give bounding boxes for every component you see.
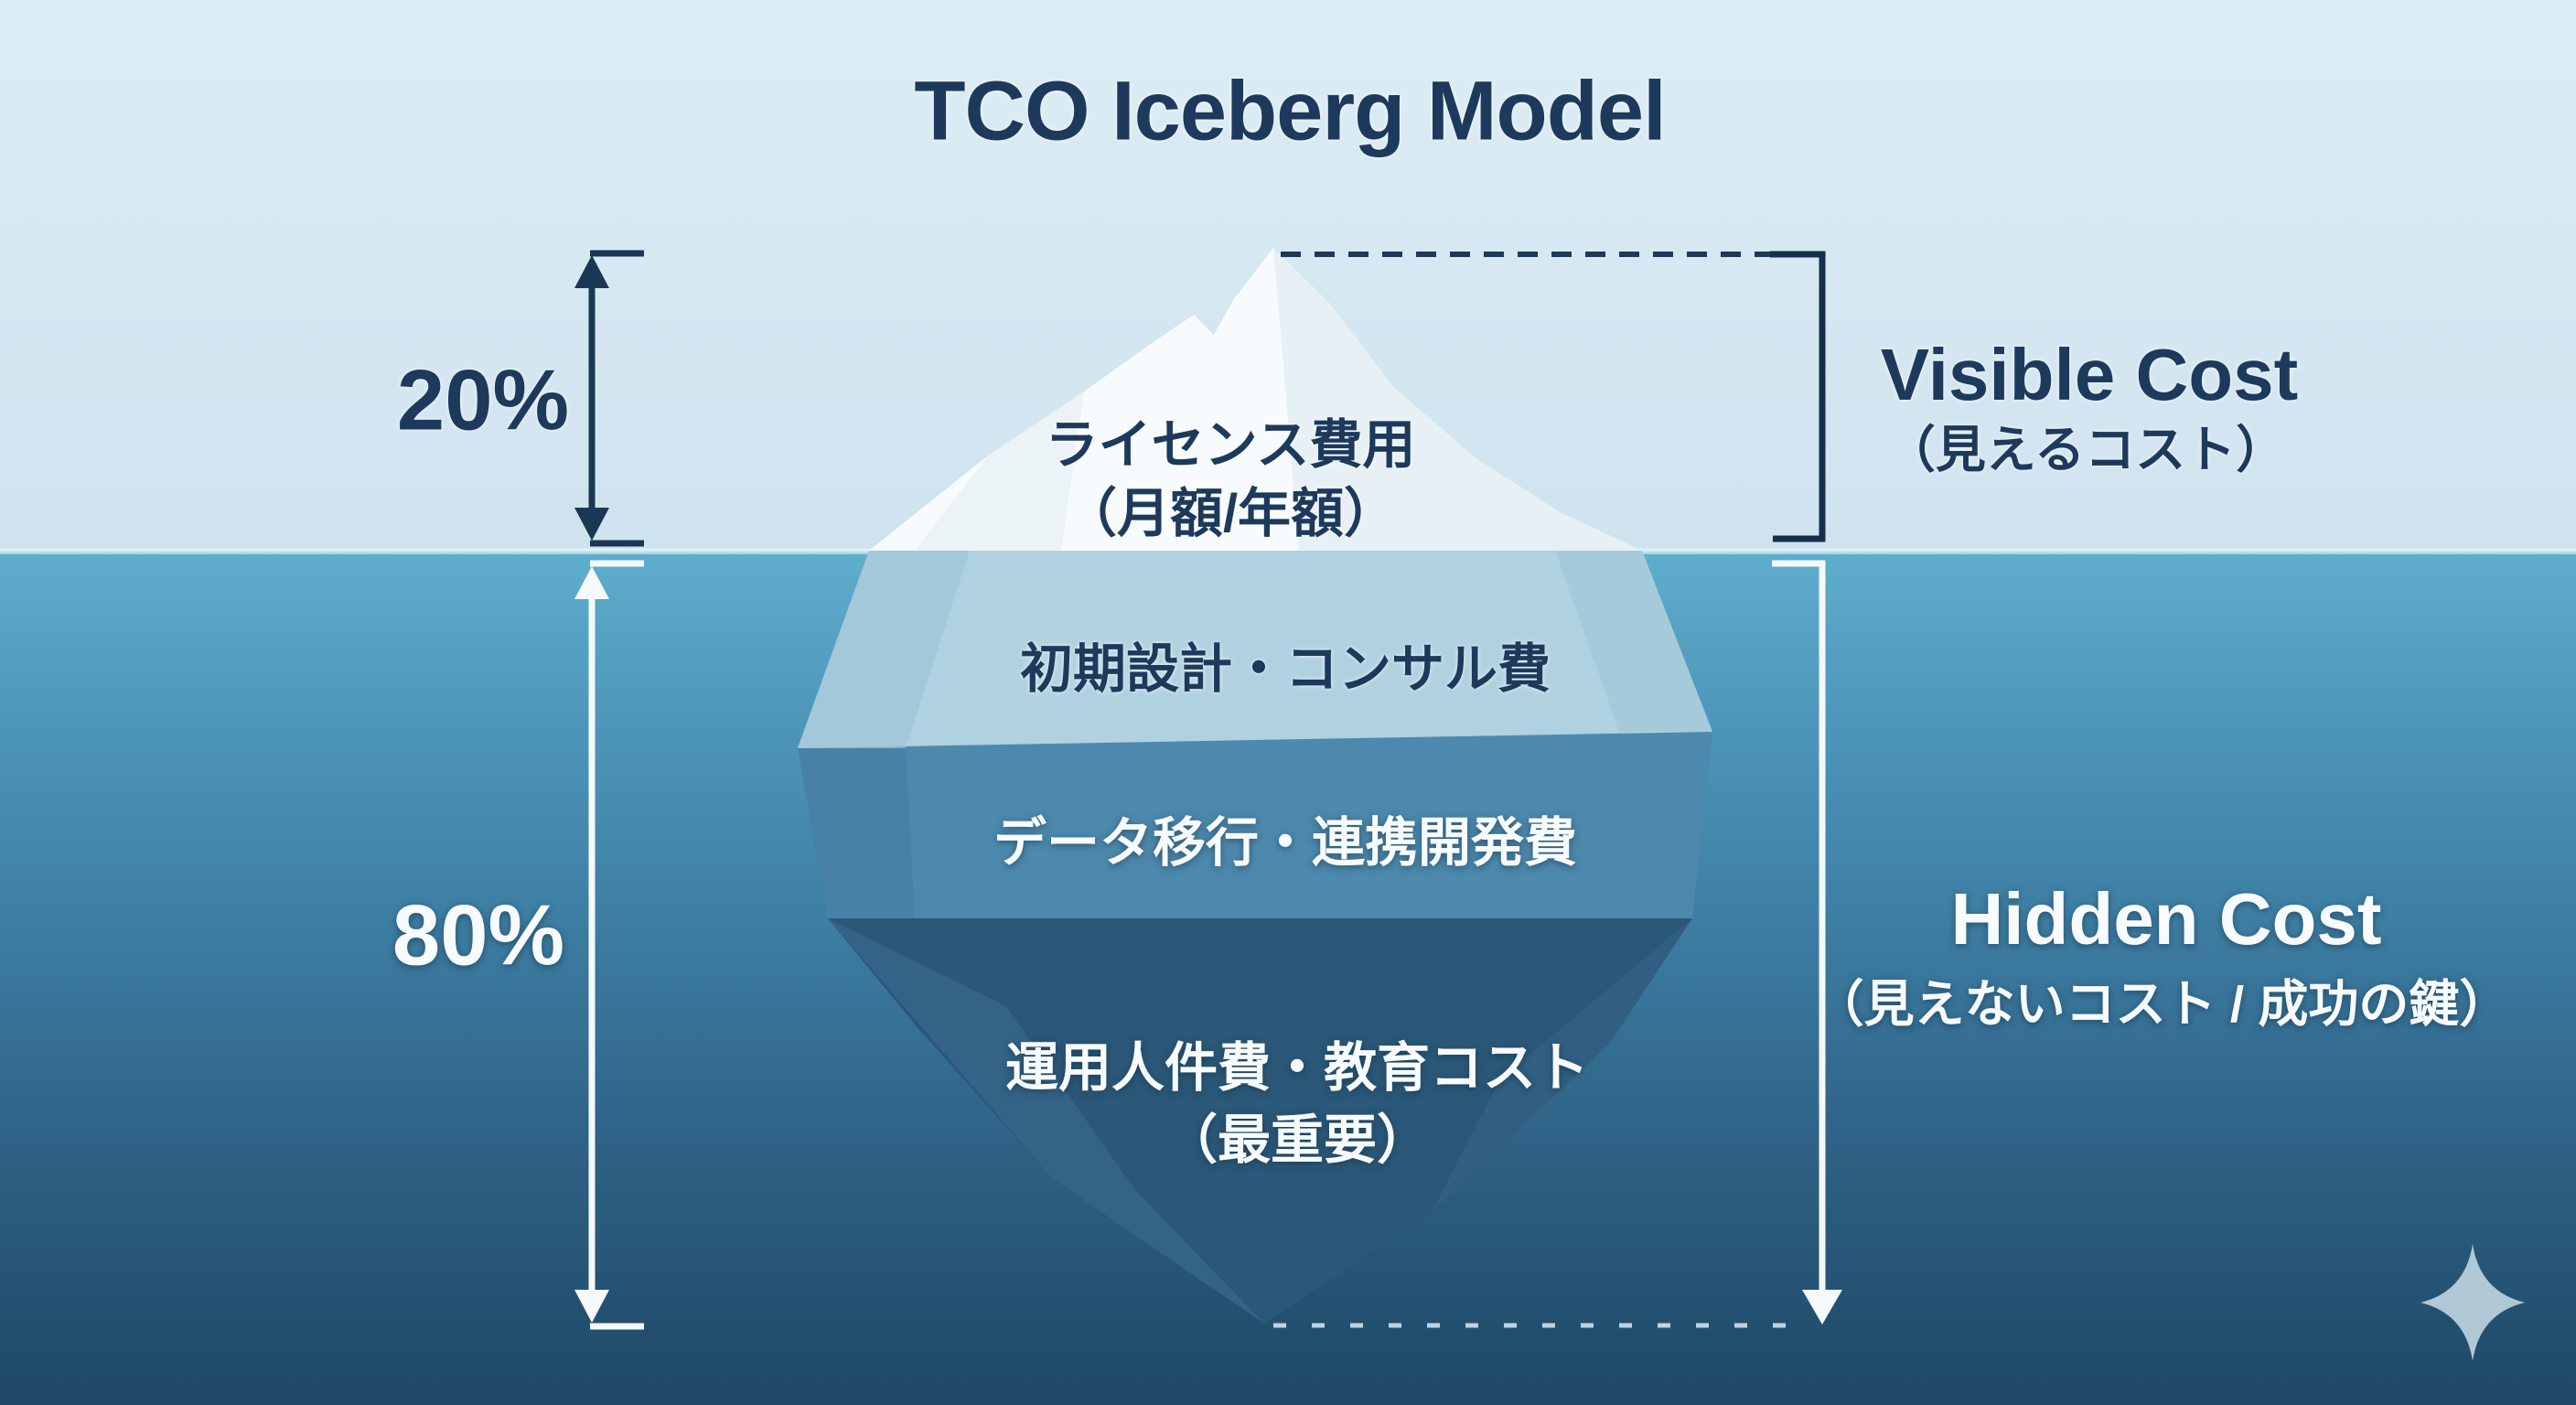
iceberg-visible-label-line2: （月額/年額） [1063, 483, 1398, 543]
visible-cost-label-ja: （見えるコスト） [1884, 421, 2287, 478]
visible-range-arrow [574, 250, 644, 547]
iceberg-layer3-note: （最重要） [1164, 1110, 1431, 1170]
hidden-cost-label-ja: （見えないコスト / 成功の鍵） [1813, 975, 2510, 1033]
iceberg-layer3-shape [828, 918, 1692, 1324]
hidden-range-arrow [574, 560, 644, 1330]
diagram-title: TCO Iceberg Model [914, 64, 1666, 158]
iceberg-layer1-facet [798, 551, 970, 748]
iceberg-layer3-facet [828, 918, 1264, 1324]
hidden-percent-label: 80% [392, 886, 565, 983]
sparkle-icon [2420, 1244, 2525, 1361]
visible-cost-label-en: Visible Cost [1880, 334, 2299, 415]
hidden-cost-label-en: Hidden Cost [1950, 878, 2382, 960]
iceberg-layer2-facet [798, 748, 915, 918]
iceberg-visible-label-line1: ライセンス費用 [1045, 414, 1416, 475]
iceberg-layer2-label: データ移行・連携開発費 [993, 812, 1578, 873]
visible-percent-label: 20% [396, 351, 570, 448]
iceberg-tip-facet-right [1273, 248, 1642, 551]
hidden-cost-bracket-arrow [1772, 560, 1842, 1325]
iceberg-layer2-shape [798, 732, 1712, 918]
iceberg-layer1-shape [798, 551, 1712, 748]
iceberg-layer1-facet-right [1555, 551, 1712, 732]
iceberg-tip-facet-left [915, 391, 1084, 551]
iceberg-layer3-facet-right [1432, 918, 1692, 1212]
visible-cost-bracket [1770, 251, 1826, 542]
iceberg-layer3-label: 運用人件費・教育コスト [1004, 1037, 1590, 1098]
iceberg-layer1-label: 初期設計・コンサル費 [1019, 638, 1551, 699]
